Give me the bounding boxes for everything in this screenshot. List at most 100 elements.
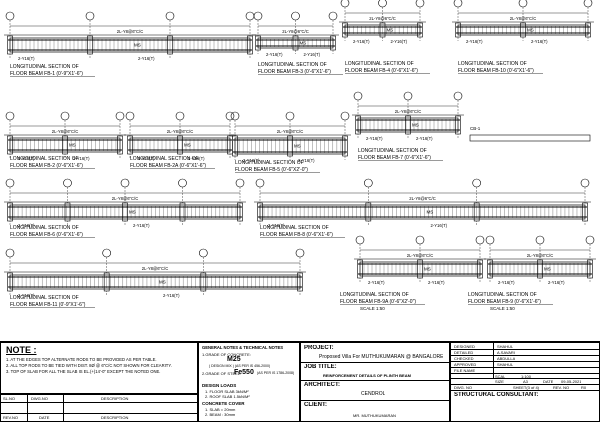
grid-bubble xyxy=(235,178,245,188)
ms-label: MS xyxy=(300,41,307,46)
concrete-cover-title: CONCRETE COVER xyxy=(202,401,245,406)
bar-label: 2-Y16(T) xyxy=(138,156,155,161)
rev-no-label: REV. NO xyxy=(553,385,570,390)
beam-title: FLOOR BEAM FB-3 (0'-6"X1'-6") xyxy=(258,69,331,75)
beam-title: FLOOR BEAM FB-7 (0'-6"X1'-6") xyxy=(358,155,431,161)
signoff-label: FILE NAME xyxy=(454,368,476,373)
concrete-cover-item: 1. SLAB = 20mm xyxy=(205,407,236,412)
grid-bubble xyxy=(291,11,300,21)
bar-label: 2-Y16(T) xyxy=(18,156,35,161)
beam-outline xyxy=(259,204,586,220)
rev-header-dwgno: DWG.NO xyxy=(31,396,48,401)
steel-grade: Fe550 xyxy=(234,369,254,376)
column-stub xyxy=(64,202,71,222)
column-stub xyxy=(62,135,68,155)
beam-title: FLOOR BEAM FB-1 (0'-9"X1'-6") xyxy=(10,71,83,77)
bar-label: 2-Y16(T) xyxy=(416,136,433,141)
ms-label: MS xyxy=(184,143,191,148)
stirrup-label: 2L-Y8@6"C/C xyxy=(510,16,536,21)
beam-title: FLOOR BEAM FB-2 (0'-6"X1'-6") xyxy=(10,163,83,169)
beam-outline xyxy=(9,274,301,290)
grid-bubble xyxy=(175,111,185,121)
grid-bubble xyxy=(580,178,590,188)
rev-footer-date: DATE xyxy=(39,415,50,420)
stirrup-label: 2L-Y8@6"C/C xyxy=(117,29,143,34)
ms-label: MS xyxy=(427,210,434,215)
design-load-item: 2. ROOF SLAB 1.5kN/M² xyxy=(205,394,250,399)
job-title-label: JOB TITLE: xyxy=(304,364,337,370)
grid-bubble xyxy=(102,248,111,258)
beam-outline xyxy=(9,204,241,220)
size-label: SIZE xyxy=(495,379,504,384)
stirrup-label: 2L-Y8@6"C/C xyxy=(369,16,395,21)
grid-bubble xyxy=(472,178,481,188)
notes-title: NOTE : xyxy=(6,345,37,355)
beam-outline xyxy=(9,37,251,53)
ms-label: MS xyxy=(527,28,534,33)
ms-label: MS xyxy=(159,280,166,285)
column-stub xyxy=(179,202,186,222)
size-value: A3 xyxy=(523,379,528,384)
title-block: NOTE : 1. AT THE EDGES TOP ALTERNATE ROD… xyxy=(0,341,600,422)
bar-label: 2-Y16(T) xyxy=(431,223,448,228)
beam-outline xyxy=(344,24,421,36)
beam-title: FLOOR BEAM FB-9 (0'-6"X1'-6") xyxy=(468,299,541,305)
beam-title: LONGITUDINAL SECTION OF xyxy=(260,225,329,231)
bar-label: 2-Y16(T) xyxy=(298,158,315,163)
grid-bubble xyxy=(340,111,350,121)
date-value: 09-05-2021 xyxy=(561,379,582,384)
grid-bubble xyxy=(85,11,95,21)
column-stub xyxy=(287,135,293,157)
bar-label: 2-Y16(T) xyxy=(163,293,180,298)
beam-outline xyxy=(357,117,459,133)
steel-grade-label: 2.GRADE OF STEEL: xyxy=(202,371,242,376)
grid-bubble xyxy=(285,111,295,121)
ms-label: MS xyxy=(387,28,394,33)
grid-bubble xyxy=(485,235,495,245)
stirrup-label: 2L-Y8@6"C/C xyxy=(395,109,421,114)
grid-bubble xyxy=(125,111,135,121)
grid-bubble xyxy=(5,111,15,121)
beam-title: LONGITUDINAL SECTION OF xyxy=(340,292,409,298)
stirrup-label: 2L-Y8@6"C/C xyxy=(407,253,433,258)
concrete-grade-label: 1.GRADE OF CONCRETE: xyxy=(202,352,251,357)
scale-label: SCALE 1:50 xyxy=(490,306,515,311)
date-label: DATE xyxy=(543,379,554,384)
beam-outline xyxy=(359,261,481,277)
bar-label: 2-Y16(T) xyxy=(353,39,370,44)
beam-title: FLOOR BEAM FB-5 (0'-6"X2'-0") xyxy=(235,167,308,173)
rev-header-description: DESCRIPTION xyxy=(101,396,129,401)
scale-value: 1:100 xyxy=(521,374,532,379)
signoff-value: ABDULLA xyxy=(497,356,516,361)
beam-outline xyxy=(129,137,231,153)
concrete-cover-item: 2. BEAM : 30mm xyxy=(205,412,236,417)
steel-grade-note: (AS PER IS 1786-2008) xyxy=(257,371,295,375)
grid-bubble xyxy=(115,111,125,121)
cantilever-beam xyxy=(469,134,591,142)
grid-bubble xyxy=(378,0,387,8)
bar-label: 2-Y16(T) xyxy=(243,158,260,163)
beam-outline xyxy=(9,137,121,153)
grid-bubble xyxy=(5,248,15,258)
signoff-label: CHECKED xyxy=(454,356,474,361)
project-value: Proposed Villa For MUTHUKUMARAN @ BANGAL… xyxy=(319,354,444,360)
bar-label: 2-Y16(T) xyxy=(498,280,515,285)
ms-label: MS xyxy=(129,210,136,215)
architect-label: ARCHITECT: xyxy=(304,382,340,388)
bar-label: 2-Y16(T) xyxy=(548,280,565,285)
beam-title: LONGITUDINAL SECTION OF xyxy=(10,295,79,301)
stirrup-label: 2L-Y8@6"C/C xyxy=(167,129,193,134)
bar-label: 2-Y16(T) xyxy=(138,56,155,61)
stirrup-label: 2L-Y8@6"C/C xyxy=(142,266,168,271)
bar-label: 2-Y16(T) xyxy=(391,39,408,44)
dwg-no-label: DWG. NO xyxy=(454,385,472,390)
bar-label: 2-Y16(T) xyxy=(304,52,321,57)
bar-label: 2-Y16(T) xyxy=(268,223,285,228)
bar-label: 2-Y16(T) xyxy=(366,136,383,141)
ms-label: MS xyxy=(294,144,301,149)
ms-label: MS xyxy=(424,267,431,272)
grid-bubble xyxy=(60,111,70,121)
grid-bubble xyxy=(340,0,350,8)
bar-label: 2-Y16(T) xyxy=(18,223,35,228)
bar-label: 2-Y16(T) xyxy=(368,280,385,285)
